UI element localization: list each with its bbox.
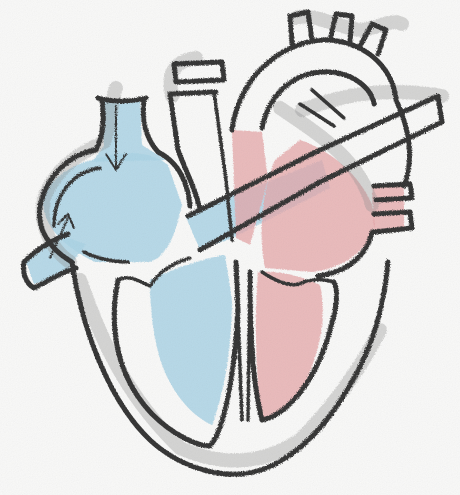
grain-overlay — [0, 0, 460, 495]
heart-drawing — [0, 0, 460, 495]
heart-diagram — [0, 0, 460, 495]
